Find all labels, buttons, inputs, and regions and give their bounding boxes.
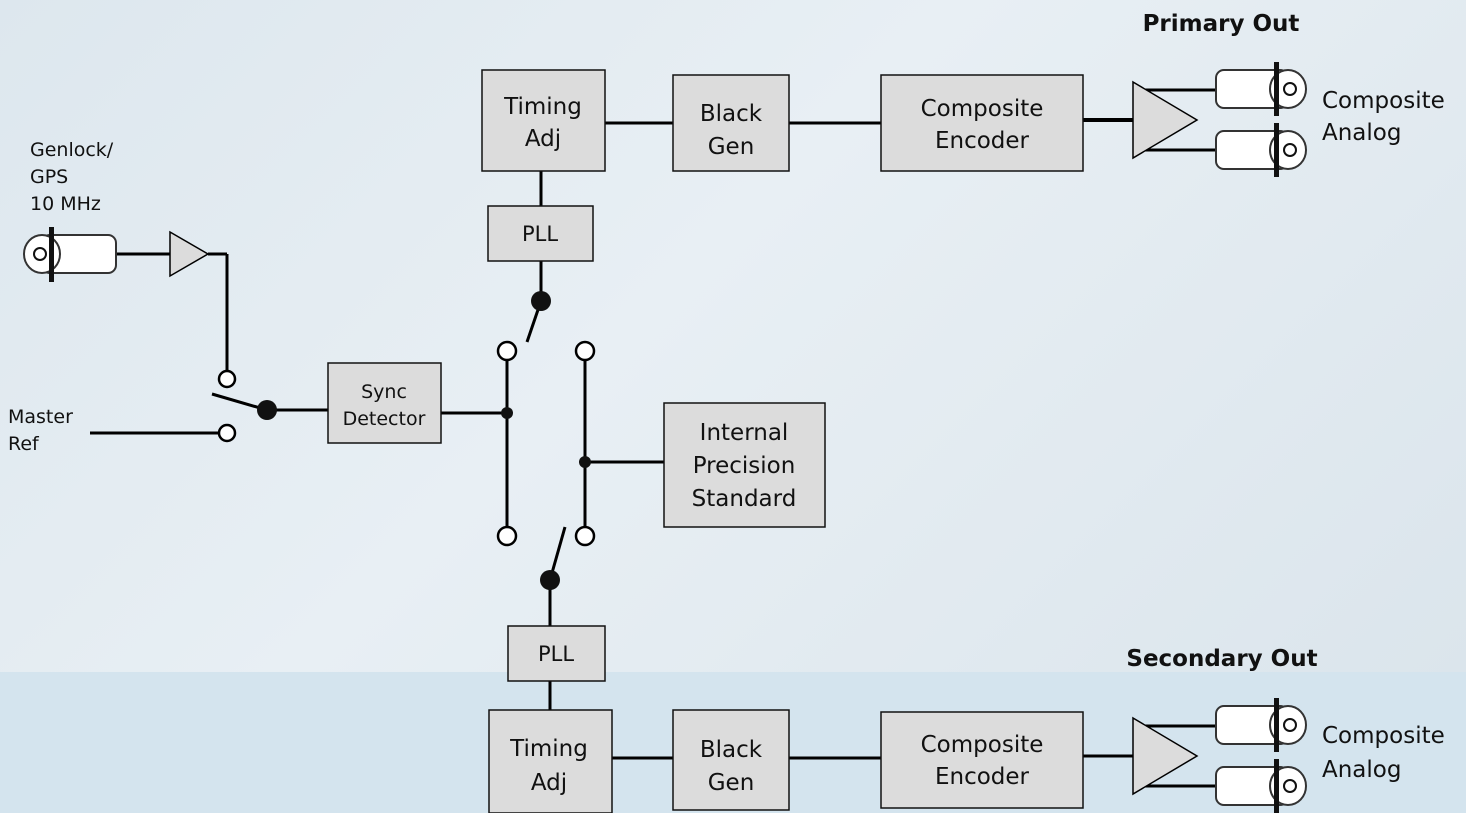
pll-bottom-label: PLL <box>538 642 574 666</box>
sync-label-2: Detector <box>343 408 426 430</box>
internal-label-3: Standard <box>692 486 797 512</box>
block-timing-adj-top: Timing Adj <box>481 69 606 172</box>
black-bottom-label-1: Black <box>700 737 763 763</box>
input-buffer-icon <box>169 230 210 278</box>
master-label-1: Master <box>8 406 73 428</box>
encoder-bottom-label-1: Composite <box>921 732 1044 758</box>
block-sync-detector: Sync Detector <box>327 362 442 444</box>
encoder-top-label-1: Composite <box>921 96 1044 122</box>
switch-contact-master <box>217 423 237 443</box>
block-black-gen-bottom: Black Gen <box>672 709 790 811</box>
black-bottom-label-2: Gen <box>708 770 755 796</box>
block-pll-bottom: PLL <box>507 625 606 682</box>
switch-contact-genlock <box>217 369 237 389</box>
block-black-gen-top: Black Gen <box>672 74 790 172</box>
switch-contact-bottom-left <box>496 525 518 547</box>
black-top-label-1: Black <box>700 101 763 127</box>
switch-contacts <box>217 291 596 590</box>
output-bnc-bottom-icon <box>1215 698 1307 813</box>
block-internal-precision-standard: Internal Precision Standard <box>663 402 826 528</box>
output-bottom-label-1: Composite <box>1322 723 1445 749</box>
switch-pivot-bottom <box>540 570 560 590</box>
timing-top-label-2: Adj <box>525 126 561 152</box>
output-bottom-label-2: Analog <box>1322 757 1401 783</box>
switch-pivot-input <box>257 400 277 420</box>
genlock-label-3: 10 MHz <box>30 193 101 215</box>
output-top-label-1: Composite <box>1322 88 1445 114</box>
block-timing-adj-bottom: Timing Adj <box>488 709 613 813</box>
secondary-out-heading: Secondary Out <box>1126 646 1317 672</box>
output-top-label-2: Analog <box>1322 120 1401 146</box>
block-pll-top: PLL <box>487 205 594 262</box>
black-top-label-2: Gen <box>708 134 755 160</box>
switch-contact-bottom-right <box>574 525 596 547</box>
internal-label-1: Internal <box>700 420 789 446</box>
block-composite-encoder-bottom: Composite Encoder <box>880 711 1084 809</box>
sync-label-1: Sync <box>361 381 407 403</box>
junction-internal <box>579 456 591 468</box>
output-buffer-top-icon <box>1132 80 1199 160</box>
switch-pivot-top <box>531 291 551 311</box>
junction-sync <box>501 407 513 419</box>
pll-top-label: PLL <box>522 222 558 246</box>
genlock-label-1: Genlock/ <box>30 139 114 161</box>
bnc-connector-icon <box>23 227 117 282</box>
master-label-2: Ref <box>8 433 40 455</box>
timing-bottom-label-1: Timing <box>509 736 588 762</box>
output-bnc-top-icon <box>1215 62 1307 177</box>
switch-contact-top-right <box>574 340 596 362</box>
timing-top-label-1: Timing <box>503 94 582 120</box>
timing-bottom-label-2: Adj <box>531 770 567 796</box>
switch-contact-top-left <box>496 340 518 362</box>
wires <box>90 88 1218 788</box>
encoder-bottom-label-2: Encoder <box>935 764 1030 790</box>
encoder-top-label-2: Encoder <box>935 128 1030 154</box>
block-composite-encoder-top: Composite Encoder <box>880 74 1084 172</box>
internal-label-2: Precision <box>693 453 796 479</box>
genlock-label-2: GPS <box>30 166 68 188</box>
output-buffer-bottom-icon <box>1132 716 1199 796</box>
primary-out-heading: Primary Out <box>1143 11 1300 37</box>
